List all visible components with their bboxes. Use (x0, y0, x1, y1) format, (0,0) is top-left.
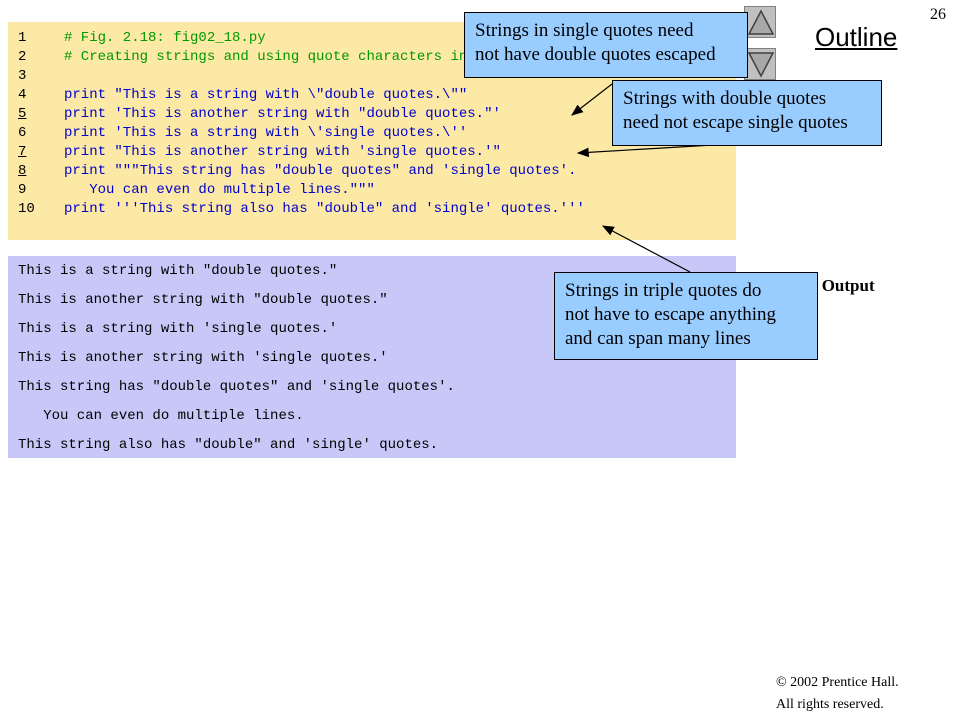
program-output-heading: n Output (808, 276, 875, 295)
line-number: 9 (18, 182, 27, 198)
copyright-line: © 2002 Prentice Hall. (776, 675, 899, 690)
code-line: 4 print "This is a string with \"double q… (18, 86, 467, 105)
code-line: 8 print """This string has "double quotes… (18, 162, 576, 181)
output-line: This string has "double quotes" and 'sin… (18, 379, 455, 395)
code-comment: # Fig. 2.18: fig02_18.py (64, 30, 266, 46)
callout-text: and can span many lines (565, 328, 751, 349)
previous-slide-button[interactable] (744, 6, 776, 38)
copyright-line: All rights reserved. (776, 697, 884, 712)
code-line: 6 print 'This is a string with \'single q… (18, 124, 467, 143)
code-line: 9 You can even do multiple lines.""" (18, 181, 375, 200)
copyright-notice: © 2002 Prentice Hall. All rights reserve… (776, 672, 899, 716)
line-number: 10 (18, 201, 35, 217)
line-number: 5 (18, 106, 27, 122)
line-number: 2 (18, 49, 27, 65)
code-text: You can even do multiple lines.""" (64, 182, 375, 198)
callout-text: Strings in triple quotes do (565, 280, 762, 301)
line-number: 7 (18, 144, 27, 160)
line-number: 1 (18, 30, 27, 46)
output-line: This is a string with 'single quotes.' (18, 321, 338, 337)
code-text: print 'This is a string with \'single qu… (64, 125, 468, 141)
callout-text: Strings with double quotes (623, 88, 827, 109)
code-text: print 'This is another string with "doub… (64, 106, 501, 122)
line-number: 3 (18, 68, 27, 84)
code-line: 1 # Fig. 2.18: fig02_18.py (18, 29, 266, 48)
callout-triple-quotes: Strings in triple quotes do not have to … (554, 272, 818, 360)
output-line: This is another string with 'single quot… (18, 350, 388, 366)
code-line: 10 print '''This string also has "double"… (18, 200, 585, 219)
code-text: print "This is another string with 'sing… (64, 144, 501, 160)
callout-text: Strings in single quotes need (475, 20, 694, 41)
code-line: 5 print 'This is another string with "dou… (18, 105, 501, 124)
code-line: 7 print "This is another string with 'sin… (18, 143, 501, 162)
output-line: You can even do multiple lines. (18, 408, 304, 424)
callout-double-quotes: Strings with double quotes need not esca… (612, 80, 882, 146)
code-text: print '''This string also has "double" a… (64, 201, 585, 217)
outline-link[interactable]: Outline (815, 22, 898, 52)
output-line: This is a string with "double quotes." (18, 263, 338, 279)
output-line: This is another string with "double quot… (18, 292, 388, 308)
output-line: This string also has "double" and 'singl… (18, 437, 439, 453)
callout-text: not have to escape anything (565, 304, 777, 325)
line-number: 4 (18, 87, 27, 103)
code-text: print """This string has "double quotes"… (64, 163, 577, 179)
code-text: print "This is a string with \"double qu… (64, 87, 468, 103)
code-line: 3 (18, 67, 64, 86)
page-number: 26 (930, 6, 946, 23)
line-number: 8 (18, 163, 27, 179)
callout-single-quotes: Strings in single quotes need not have d… (464, 12, 748, 78)
triangle-up-icon (747, 9, 775, 35)
callout-text: not have double quotes escaped (475, 44, 716, 65)
line-number: 6 (18, 125, 27, 141)
callout-text: need not escape single quotes (623, 112, 848, 133)
triangle-down-icon (747, 52, 775, 78)
next-slide-button[interactable] (744, 48, 776, 80)
